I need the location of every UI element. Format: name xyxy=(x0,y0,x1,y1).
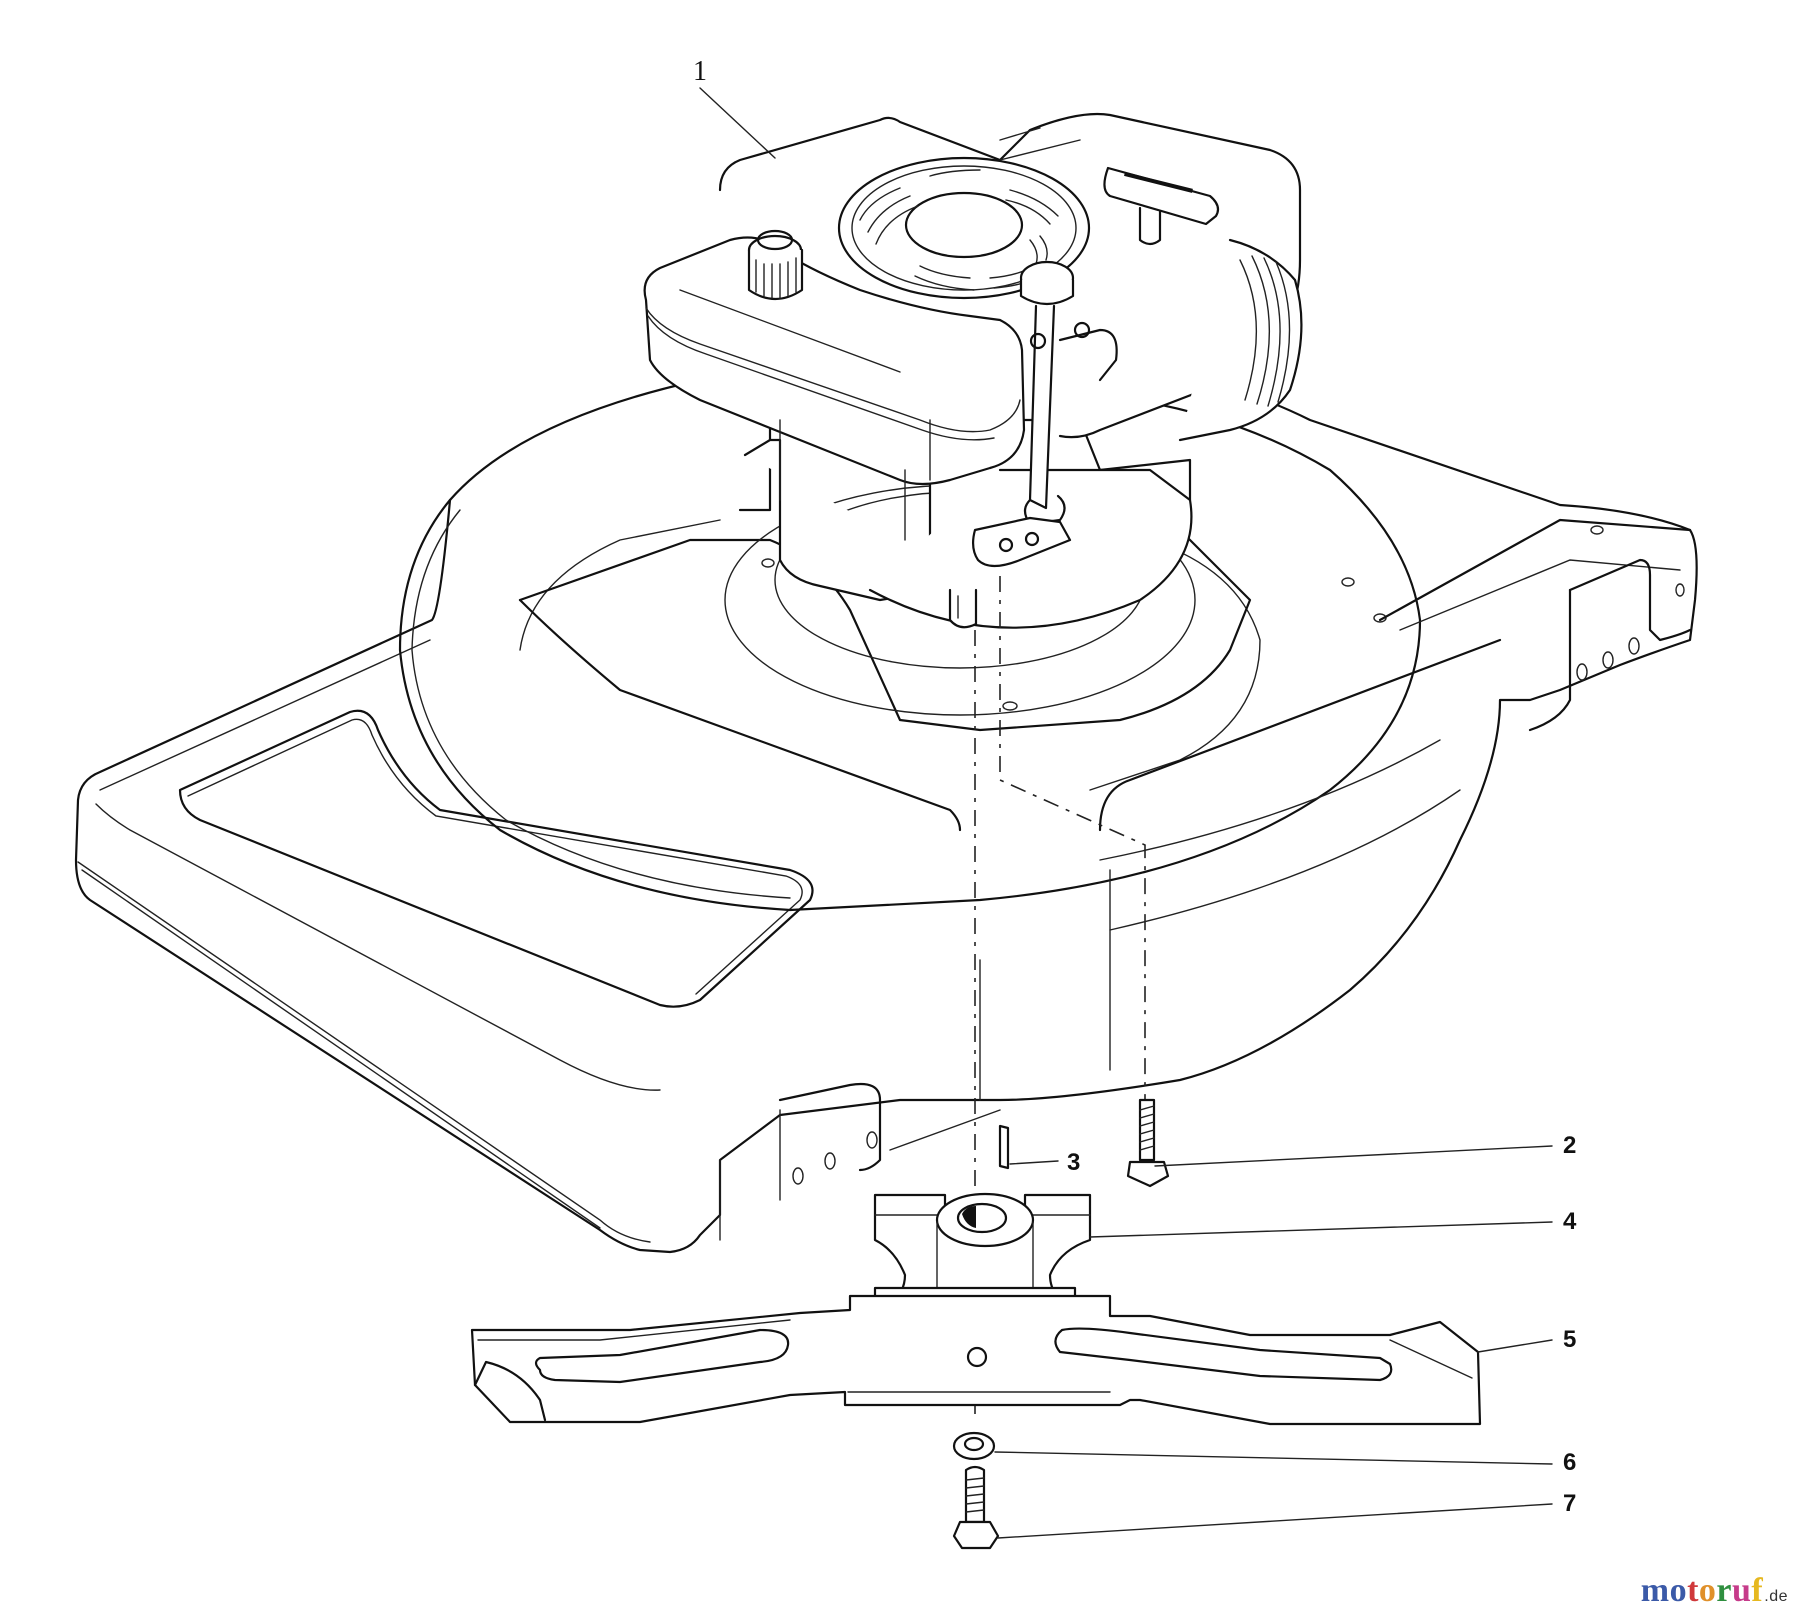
engine xyxy=(643,112,1303,629)
watermark-tld: .de xyxy=(1764,1588,1788,1605)
callout-6: 6 xyxy=(1563,1449,1577,1476)
watermark-letter: o xyxy=(1669,1572,1688,1609)
part-5-blade xyxy=(470,1294,1482,1426)
part-2-bolt xyxy=(1126,1098,1170,1188)
callout-4: 4 xyxy=(1563,1208,1577,1235)
mower-deck xyxy=(74,358,1698,1254)
watermark-letter: o xyxy=(1698,1572,1717,1609)
watermark-letter: u xyxy=(1732,1572,1752,1609)
callout-2: 2 xyxy=(1563,1132,1577,1159)
callout-7: 7 xyxy=(1563,1490,1577,1517)
watermark-letter: r xyxy=(1716,1572,1732,1609)
starter-grille-slots xyxy=(859,169,1059,291)
part-6-washer xyxy=(952,1431,996,1461)
callout-1: 1 xyxy=(693,56,707,87)
watermark-letter: m xyxy=(1640,1572,1670,1609)
callout-3: 3 xyxy=(1067,1149,1081,1176)
leader-lines xyxy=(699,87,1553,1539)
watermark-letter: t xyxy=(1687,1572,1699,1609)
motoruf-watermark: motoruf.de xyxy=(1641,1572,1788,1610)
part-3-key-pin xyxy=(998,1124,1010,1170)
part-4-blade-adapter xyxy=(873,1192,1092,1314)
watermark-letter: f xyxy=(1751,1572,1764,1609)
callout-5: 5 xyxy=(1563,1326,1577,1353)
part-7-bolt xyxy=(952,1465,1000,1550)
